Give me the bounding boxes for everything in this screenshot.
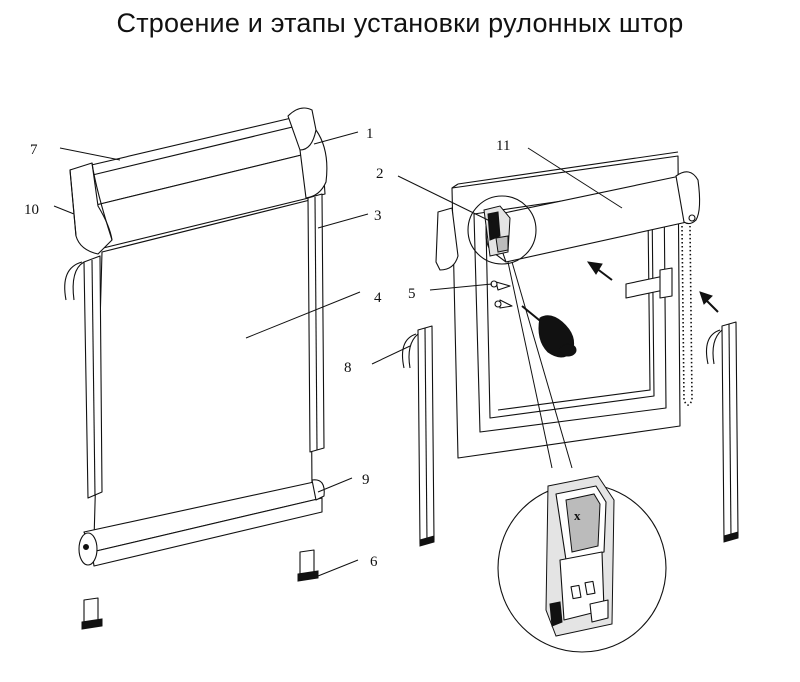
right-side-guide [307,193,325,453]
exploded-blind-assembly [53,107,369,630]
callout-2: 2 [376,166,384,182]
lower-clip-right [297,549,319,582]
callout-1: 1 [366,126,374,142]
callout-10: 10 [24,202,39,218]
callout-labels: 1 2 3 4 5 6 7 8 9 10 11 [24,126,510,570]
bottom-weight-bar [78,479,325,567]
side-guide-left [401,325,435,547]
callout-3: 3 [374,208,382,224]
callout-7: 7 [30,142,38,158]
bracket-highlight-circle [467,195,537,265]
control-chain [681,225,693,406]
left-end-cap [69,162,113,255]
diagram-title: Строение и этапы установки рулонных штор [116,8,684,38]
left-adhesive-strip [64,261,85,301]
callout-9: 9 [362,472,370,488]
direction-arrow-up-left-2 [699,291,719,313]
screwdriver-icon [521,305,577,358]
detail-mark: x [574,508,581,523]
window-installation: x [371,147,739,653]
right-end-cap [287,107,328,199]
bracket-detail-magnified: x [497,475,667,653]
callout-6: 6 [370,554,378,570]
callout-5: 5 [408,286,416,302]
callout-8: 8 [344,360,352,376]
detached-end-cap [435,207,459,271]
installed-cassette [485,171,701,263]
direction-arrow-up-left [586,261,613,281]
bracket-small [483,205,511,257]
callout-11: 11 [496,138,510,154]
mounting-screws [490,280,513,309]
lower-clip-left [81,597,103,630]
side-guide-right [705,321,739,543]
left-side-guide [83,255,103,499]
callout-4: 4 [374,290,382,306]
